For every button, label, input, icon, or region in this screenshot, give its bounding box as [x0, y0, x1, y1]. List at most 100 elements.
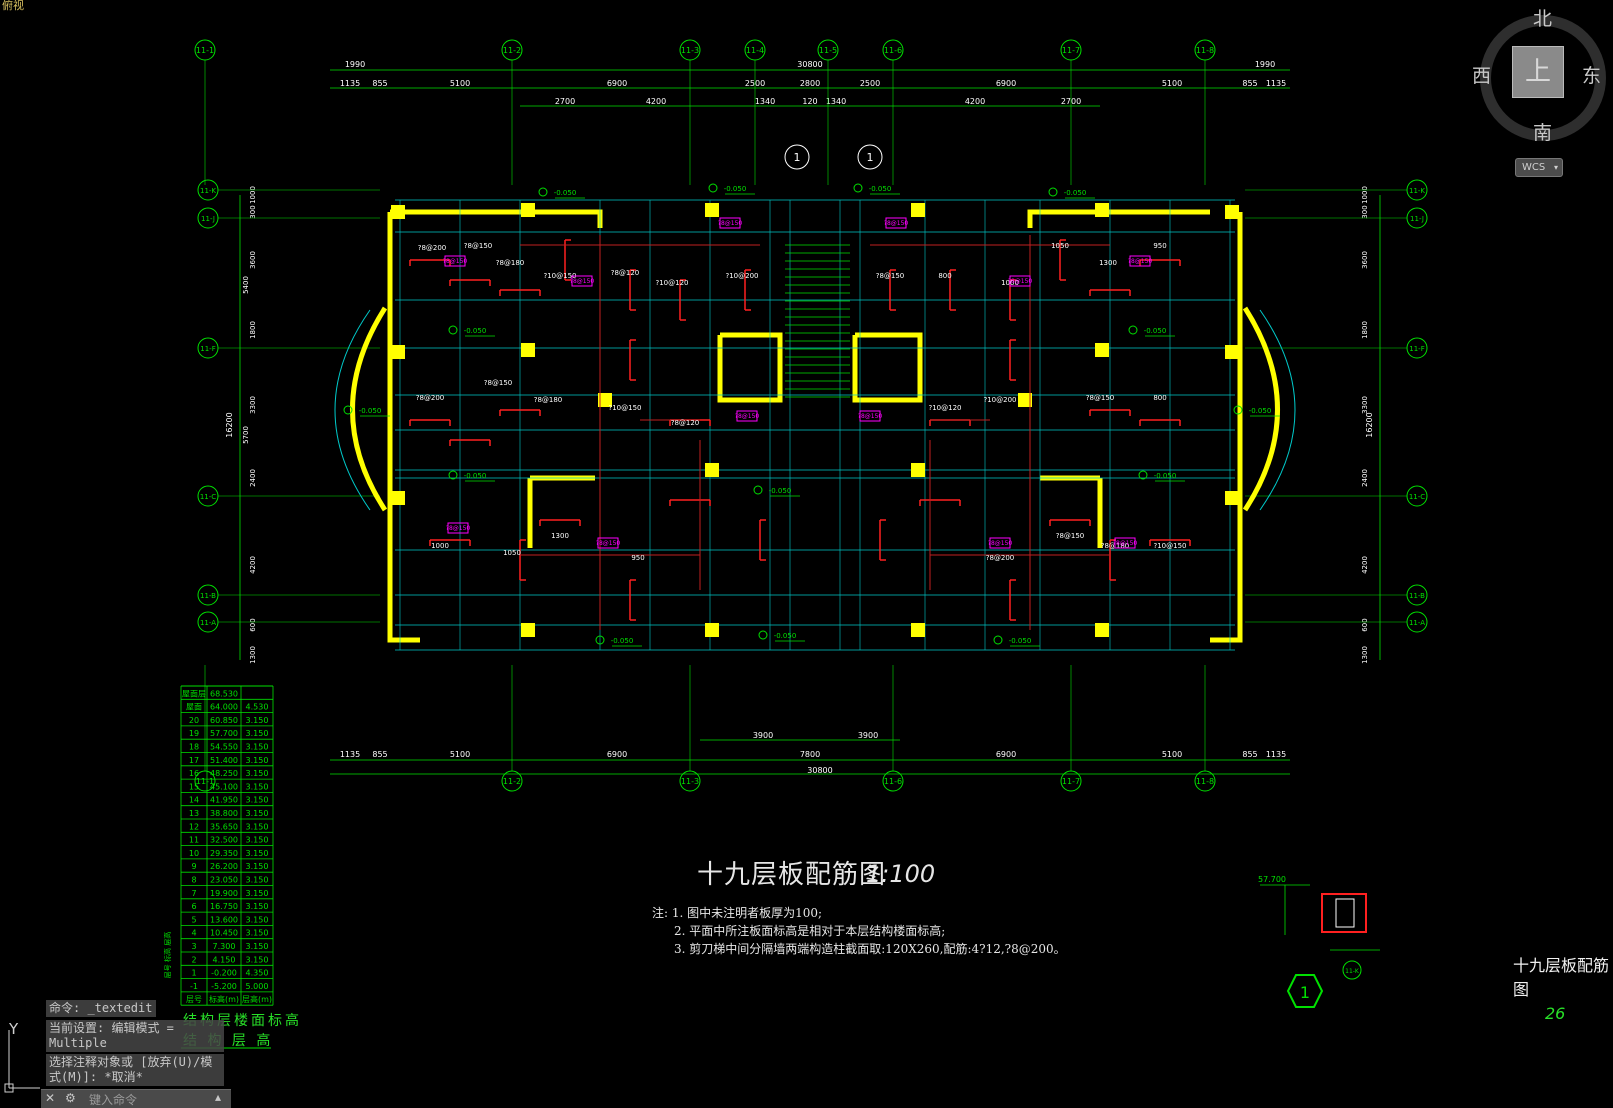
dim-row-inner: 1340 — [826, 97, 846, 106]
note-1: 1. 图中未注明者板厚为100; — [671, 906, 823, 920]
rebar-tag: ?8@150 — [1128, 258, 1153, 265]
rebar-label: ?8@150 — [1086, 394, 1115, 402]
rebar-tag-box — [447, 522, 469, 534]
table-cell-floor: 17 — [189, 756, 199, 765]
table-cell-floor: 4 — [191, 929, 196, 938]
column — [911, 623, 925, 637]
close-icon[interactable]: ✕ — [45, 1091, 56, 1105]
section-marker — [857, 144, 883, 170]
viewcube-top-face[interactable]: 上 — [1512, 46, 1564, 98]
axis-label-bottom: 11-1 — [196, 777, 214, 786]
table-cell-height: 3.150 — [246, 849, 269, 858]
table-cell-elevation: 41.950 — [210, 796, 238, 805]
command-history-line-2: 当前设置: 编辑模式 = Multiple — [46, 1020, 224, 1052]
detail-stirrup — [1335, 898, 1355, 928]
viewcube-west-label[interactable]: 西 — [1472, 65, 1492, 87]
table-cell-floor: 9 — [191, 862, 196, 871]
view-label[interactable]: 俯视 — [2, 0, 24, 12]
rebar-tag-box — [989, 537, 1011, 549]
rebar-tag: ?8@150 — [735, 413, 760, 420]
elevation-mark: -0.050 — [774, 632, 797, 640]
table-cell-height: 3.150 — [246, 769, 269, 778]
wcs-menu-button[interactable]: WCS▾ — [1515, 158, 1563, 177]
rebar-label: 1050 — [503, 549, 521, 557]
rebar-label: ?8@180 — [534, 396, 563, 404]
column — [1225, 205, 1239, 219]
table-cell-floor: 20 — [189, 716, 199, 725]
curved-beam — [1259, 309, 1296, 511]
command-history-line-1: 命令: _textedit — [46, 1000, 156, 1017]
axis-label-bottom: 11-7 — [1062, 777, 1080, 786]
viewcube-north-label[interactable]: 北 — [1533, 8, 1553, 30]
viewcube-south-label[interactable]: 南 — [1533, 122, 1553, 144]
rebar-label: ?8@180 — [496, 259, 525, 267]
sheet-number: 26 — [1545, 1004, 1566, 1023]
slab-marker — [1048, 187, 1058, 197]
table-cell-elevation: 32.500 — [210, 836, 238, 845]
rebar-label: ?8@150 — [484, 379, 513, 387]
column — [521, 343, 535, 357]
wrench-icon[interactable]: ⚙ — [65, 1091, 76, 1105]
table-cell-floor: 18 — [189, 743, 199, 752]
dim-row-top: 6900 — [607, 79, 627, 88]
curved-wall — [1242, 306, 1280, 512]
sheet-title: 十九层板配筋图 — [1513, 956, 1610, 999]
table-cell-floor: 7 — [191, 889, 196, 898]
table-cell-height: 3.150 — [246, 729, 269, 738]
rebar-tag-box — [571, 275, 593, 287]
axis-label-right: 11-A — [1409, 619, 1425, 627]
rebar-tag: ?8@150 — [988, 540, 1013, 547]
dim-row-top: 1135 — [340, 79, 360, 88]
axis-label-right: 11-K — [1409, 187, 1425, 195]
rebar-tag: ?8@150 — [858, 413, 883, 420]
viewcube-compass-ring[interactable] — [1480, 15, 1606, 141]
annotation-text: ?8@200?8@150?8@180?10@150?8@120?10@120?1… — [343, 144, 1280, 647]
table-cell-height: 3.150 — [246, 929, 269, 938]
shear-wall — [1210, 212, 1243, 643]
table-cell-height: 3.150 — [246, 796, 269, 805]
table-cell-height: 3.150 — [246, 822, 269, 831]
viewcube-east-label[interactable]: 东 — [1582, 65, 1602, 87]
table-cell-floor: 11 — [189, 836, 199, 845]
table-cell-floor: 8 — [191, 876, 196, 885]
chevron-up-icon[interactable]: ▴ — [215, 1090, 222, 1104]
table-cell-floor: 12 — [189, 822, 199, 831]
column — [1225, 345, 1239, 359]
table-cell-elevation: 4.150 — [213, 955, 236, 964]
dim-left-part: 600 — [249, 618, 257, 631]
command-line-bar[interactable]: ✕ ⚙ 键入命令 ▴ — [41, 1089, 231, 1108]
slab-marker — [853, 183, 863, 193]
command-input[interactable]: 键入命令 — [89, 1093, 138, 1107]
table-cell-floor: 14 — [189, 796, 199, 805]
note-3: 3. 剪刀梯中间分隔墙两端构造柱截面取:120X260,配筋:4?12,?8@2… — [674, 942, 1066, 956]
table-cell-height: 3.150 — [246, 782, 269, 791]
dim-row-bottom: 7800 — [800, 750, 820, 759]
axis-label-top: 11-5 — [819, 46, 837, 55]
elevation-mark: -0.050 — [869, 185, 892, 193]
dim-total-top: 30800 — [797, 60, 822, 69]
dim-row-inner: 120 — [802, 97, 817, 106]
notes-prefix: 注: — [652, 906, 669, 920]
dim-row-inner: 4200 — [646, 97, 666, 106]
rebar-label: 1050 — [1051, 242, 1069, 250]
elevation-mark: -0.050 — [464, 472, 487, 480]
slab-marker — [343, 405, 353, 415]
section-marker-label: 1 — [794, 151, 801, 164]
dim-row-top: 2800 — [800, 79, 820, 88]
dim-right-part: 600 — [1361, 618, 1369, 631]
rebar-tag-box — [736, 410, 758, 422]
slab-marker — [1138, 470, 1148, 480]
rebar-tag: ?8@150 — [443, 258, 468, 265]
table-cell-elevation: 51.400 — [210, 756, 238, 765]
dim-inner-bottom: 3900 — [753, 731, 773, 740]
dim-row-bottom: 1135 — [340, 750, 360, 759]
detail-elevation: 57.700 — [1258, 875, 1286, 884]
rebar-label: ?10@200 — [726, 272, 759, 280]
column — [911, 463, 925, 477]
dim-right-part: 3300 — [1361, 396, 1369, 414]
column — [1095, 203, 1109, 217]
dim-left-group: 5400 — [242, 276, 250, 294]
table-cell-elevation: 54.550 — [210, 743, 238, 752]
